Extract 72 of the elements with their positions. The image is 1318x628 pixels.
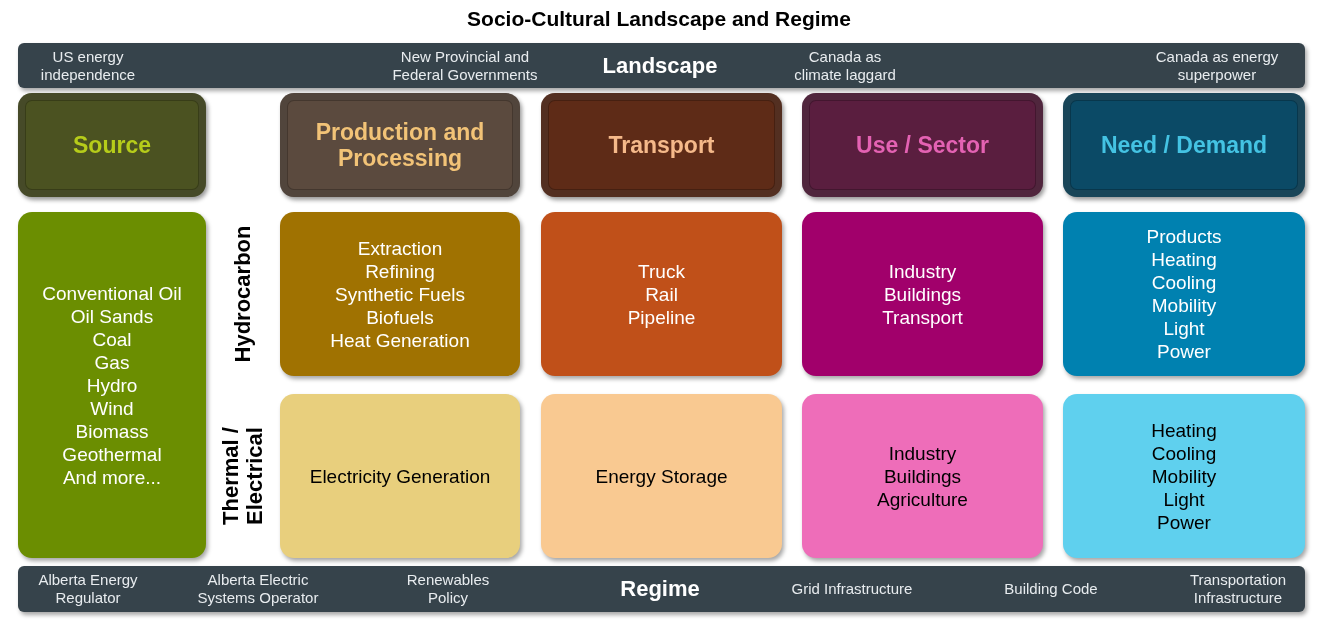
list-item-text: Refining: [365, 259, 435, 283]
column-header-card: [18, 93, 206, 197]
list-item-text: Industry: [888, 259, 957, 283]
column-header-text: Source: [73, 132, 151, 158]
list-item-text: Heat Generation: [330, 328, 470, 352]
category-card: [802, 212, 1043, 376]
category-card: [280, 394, 520, 558]
list-item-text: Pipeline: [627, 305, 696, 329]
column-header-card: [1063, 93, 1305, 197]
list-item-text: Oil Sands: [70, 304, 154, 328]
list-item-text: Heating: [1151, 418, 1217, 442]
list-item-text: Products: [1146, 225, 1222, 248]
list-item-text: Buildings: [883, 464, 962, 488]
bar-item-text: New Provincial and Federal Governments: [391, 47, 539, 84]
category-card: [18, 212, 206, 558]
list-item-text: Cooling: [1151, 271, 1217, 294]
bar-item-text: Renewables Policy: [405, 571, 491, 607]
bar-title: Landscape: [602, 52, 718, 79]
column-header-card: [280, 93, 520, 197]
bar-item-text: Grid Infrastructure: [790, 580, 914, 598]
list-item-text: Biomass: [75, 419, 149, 443]
list-item-text: Cooling: [1151, 441, 1217, 465]
list-item-text: Geothermal: [62, 442, 162, 466]
list-item-text: And more...: [62, 465, 162, 489]
list-item-text: Agriculture: [877, 487, 968, 511]
list-item-text: Mobility: [1151, 294, 1217, 317]
column-header-text: Transport: [608, 132, 715, 158]
landscape-bar: [18, 43, 1305, 88]
list-item-text: Industry: [888, 441, 957, 465]
list-item-text: Rail: [645, 282, 678, 306]
category-card: [802, 394, 1043, 558]
column-header-card: [802, 93, 1043, 197]
category-card: [1063, 394, 1305, 558]
list-item-text: Light: [1163, 317, 1205, 340]
bar-title: Regime: [620, 576, 700, 602]
list-item-text: Power: [1157, 510, 1211, 534]
bar-item-text: Canada as energy superpower: [1154, 47, 1280, 84]
list-item-text: Truck: [638, 259, 685, 283]
list-item-text: Heating: [1151, 248, 1217, 271]
bar-item-text: Building Code: [1003, 580, 1099, 598]
list-item-text: Hydro: [86, 373, 138, 397]
category-card: [1063, 212, 1305, 376]
column-header-text: Need / Demand: [1100, 132, 1268, 158]
bar-item-text: Transportation Infrastructure: [1188, 571, 1288, 607]
list-item-text: Energy Storage: [595, 464, 728, 488]
list-item-text: Mobility: [1151, 464, 1217, 488]
regime-bar: [18, 566, 1305, 612]
row-label: Thermal / Electrical: [219, 426, 267, 527]
bar-item-text: Canada as climate laggard: [793, 47, 897, 84]
column-header-card: [541, 93, 782, 197]
column-header-text: Use / Sector: [856, 132, 989, 158]
list-item-text: Extraction: [357, 236, 443, 260]
list-item-text: Gas: [94, 350, 130, 374]
list-item-text: Power: [1157, 340, 1211, 363]
category-card: [541, 394, 782, 558]
list-item-text: Electricity Generation: [309, 464, 491, 488]
list-item-text: Wind: [90, 396, 134, 420]
list-item-text: Conventional Oil: [42, 281, 182, 305]
category-card: [280, 212, 520, 376]
list-item-text: Buildings: [883, 282, 962, 306]
bar-item-text: Alberta Energy Regulator: [37, 571, 139, 607]
list-item-text: Synthetic Fuels: [335, 282, 465, 306]
list-item-text: Transport: [882, 305, 963, 329]
bar-item-text: Alberta Electric Systems Operator: [196, 571, 320, 607]
list-item-text: Biofuels: [366, 305, 434, 329]
list-item-text: Coal: [92, 327, 132, 351]
row-label: Hydrocarbon: [231, 225, 255, 363]
column-header-text: Production and Processing: [314, 119, 486, 171]
category-card: [541, 212, 782, 376]
bar-item-text: US energy independence: [39, 47, 137, 84]
list-item-text: Light: [1163, 487, 1205, 511]
diagram-title: Socio-Cultural Landscape and Regime: [467, 7, 851, 30]
